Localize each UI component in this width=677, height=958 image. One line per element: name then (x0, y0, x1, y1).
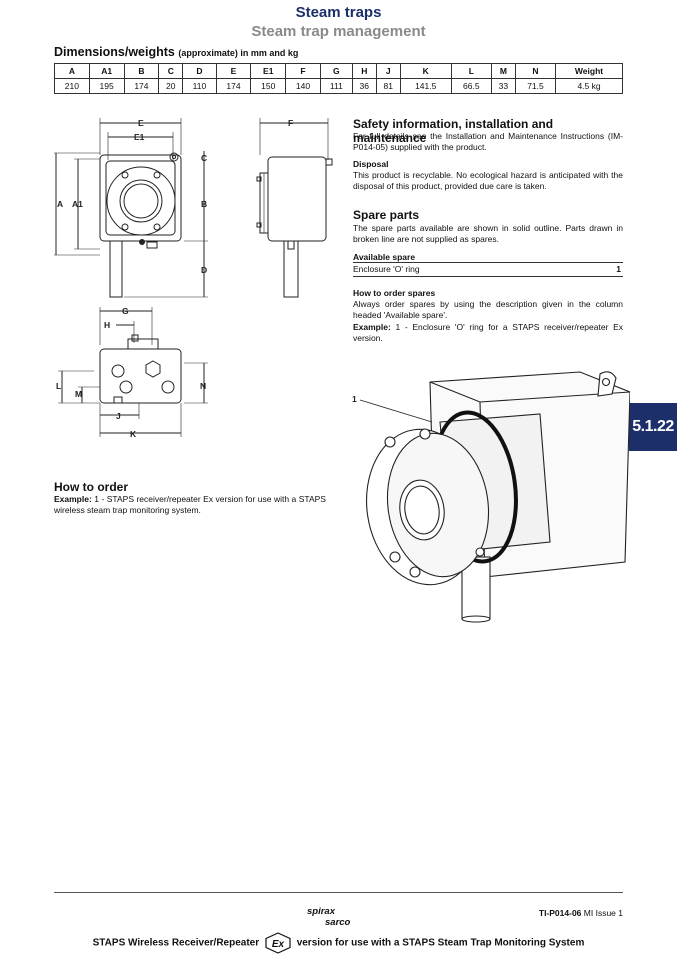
bottom-view-drawing: G H L M N J K (56, 306, 208, 439)
spares-table-divider (353, 262, 623, 263)
label-D: D (201, 265, 207, 275)
dimensions-header-cell: M (490, 63, 516, 79)
dimensions-value-cell: 20 (158, 78, 184, 94)
dimensions-header-cell: F (285, 63, 321, 79)
doc-ref-suffix: MI Issue 1 (583, 908, 623, 918)
footer-divider (54, 892, 623, 893)
spares-example: Example: 1 - Enclosure 'O' ring for a ST… (353, 322, 623, 344)
section-tab: 5.1.22 (629, 403, 677, 451)
dimensions-header-cell: K (399, 63, 452, 79)
dimensions-header-cell: B (123, 63, 160, 79)
dimensions-header-cell: N (514, 63, 557, 79)
dimensions-header-cell: E1 (250, 63, 287, 79)
doc-ref: TI-P014-06 (538, 908, 582, 918)
order-example-text: 1 - STAPS receiver/repeater Ex version f… (54, 494, 326, 515)
spare-item-qty: 1 (616, 264, 621, 274)
dimensions-value-cell: 36 (351, 78, 377, 94)
dimensions-value-cell: 210 (54, 78, 90, 94)
label-F: F (288, 118, 293, 128)
footer-title-right: version for use with a STAPS Steam Trap … (296, 937, 585, 949)
label-K: K (130, 429, 137, 439)
dimensions-value-cell: 110 (182, 78, 217, 94)
label-L: L (56, 381, 61, 391)
page-subtitle: Steam trap management (251, 23, 426, 40)
how-to-order-spares-text: Always order spares by using the descrip… (353, 299, 623, 320)
label-J: J (116, 411, 121, 421)
dimensions-header-cell: E (215, 63, 252, 79)
side-view-drawing: F (256, 118, 333, 298)
how-to-order-heading: How to order (54, 480, 128, 494)
dimensions-header-cell: Weight (555, 63, 623, 79)
dimensions-value-cell: 33 (490, 78, 516, 94)
disposal-heading: Disposal (353, 159, 389, 169)
dimensions-header-cell: A (54, 63, 90, 79)
ex-symbol-text: Ex (272, 939, 285, 950)
available-spare-heading: Available spare (353, 252, 416, 262)
dimensions-header-cell: H (351, 63, 377, 79)
dimensions-header-cell: L (450, 63, 492, 79)
dimensions-value-cell: 140 (285, 78, 321, 94)
dimensions-value-cell: 195 (88, 78, 125, 94)
how-to-order-spares-heading: How to order spares (353, 288, 436, 298)
dimensions-value-cell: 174 (215, 78, 252, 94)
dimensions-value-cell: 141.5 (399, 78, 452, 94)
dimensions-value-cell: 111 (319, 78, 353, 94)
dimensions-header-cell: J (375, 63, 401, 79)
dimensions-heading-note: (approximate) in mm and kg (178, 48, 299, 58)
dimensions-header-cell: G (319, 63, 353, 79)
dimensions-header-cell: D (182, 63, 217, 79)
label-G: G (122, 306, 129, 316)
dimensions-value-cell: 66.5 (450, 78, 492, 94)
spares-table-row: Enclosure 'O' ring 1 (353, 264, 623, 277)
label-part-1: 1 (352, 394, 357, 404)
label-C: C (201, 153, 207, 163)
spare-parts-heading: Spare parts (353, 208, 420, 222)
front-view-drawing: E E1 A A1 C B D (54, 118, 208, 298)
label-E: E (138, 118, 144, 128)
footer-title: STAPS Wireless Receiver/Repeater Ex vers… (0, 932, 677, 954)
dimensions-header-cell: C (158, 63, 184, 79)
footer-title-left: STAPS Wireless Receiver/Repeater (92, 937, 260, 949)
safety-heading: Safety information, installation and mai… (353, 117, 554, 145)
dimensions-value-cell: 150 (250, 78, 287, 94)
label-N: N (200, 381, 206, 391)
spares-example-text: 1 - Enclosure 'O' ring for a STAPS recei… (353, 322, 623, 343)
exploded-view-drawing: 1 (352, 371, 630, 623)
dimensions-value-cell: 81 (375, 78, 401, 94)
label-M: M (75, 389, 82, 399)
spare-parts-text: The spare parts available are shown in s… (353, 223, 623, 244)
label-A: A (57, 199, 63, 209)
document-reference: TI-P014-06 MI Issue 1 (539, 908, 623, 918)
dimensions-value-cell: 71.5 (514, 78, 557, 94)
label-H: H (104, 320, 110, 330)
logo-bottom: sarco (325, 917, 351, 928)
dimensions-header-cell: A1 (88, 63, 125, 79)
spirax-sarco-logo: spirax sarco (307, 906, 350, 928)
label-E1: E1 (134, 132, 145, 142)
dimensions-heading-text: Dimensions/weights (54, 45, 175, 59)
how-to-order-text: Example: 1 - STAPS receiver/repeater Ex … (54, 494, 326, 516)
label-B: B (201, 199, 207, 209)
order-example-label: Example: (54, 494, 92, 504)
dimensions-value-cell: 4.5 kg (555, 78, 623, 94)
spares-example-label: Example: (353, 322, 391, 332)
dimensions-value-cell: 174 (123, 78, 160, 94)
ex-hexagon-icon: Ex (265, 932, 291, 954)
dimensions-heading: Dimensions/weights (approximate) in mm a… (54, 45, 298, 59)
label-A1: A1 (72, 199, 83, 209)
spare-item-label: Enclosure 'O' ring (353, 264, 420, 274)
safety-text: For full details see the Installation an… (353, 131, 623, 152)
disposal-text: This product is recyclable. No ecologica… (353, 170, 623, 191)
page-title: Steam traps (295, 4, 382, 21)
logo-top: spirax (307, 906, 335, 917)
